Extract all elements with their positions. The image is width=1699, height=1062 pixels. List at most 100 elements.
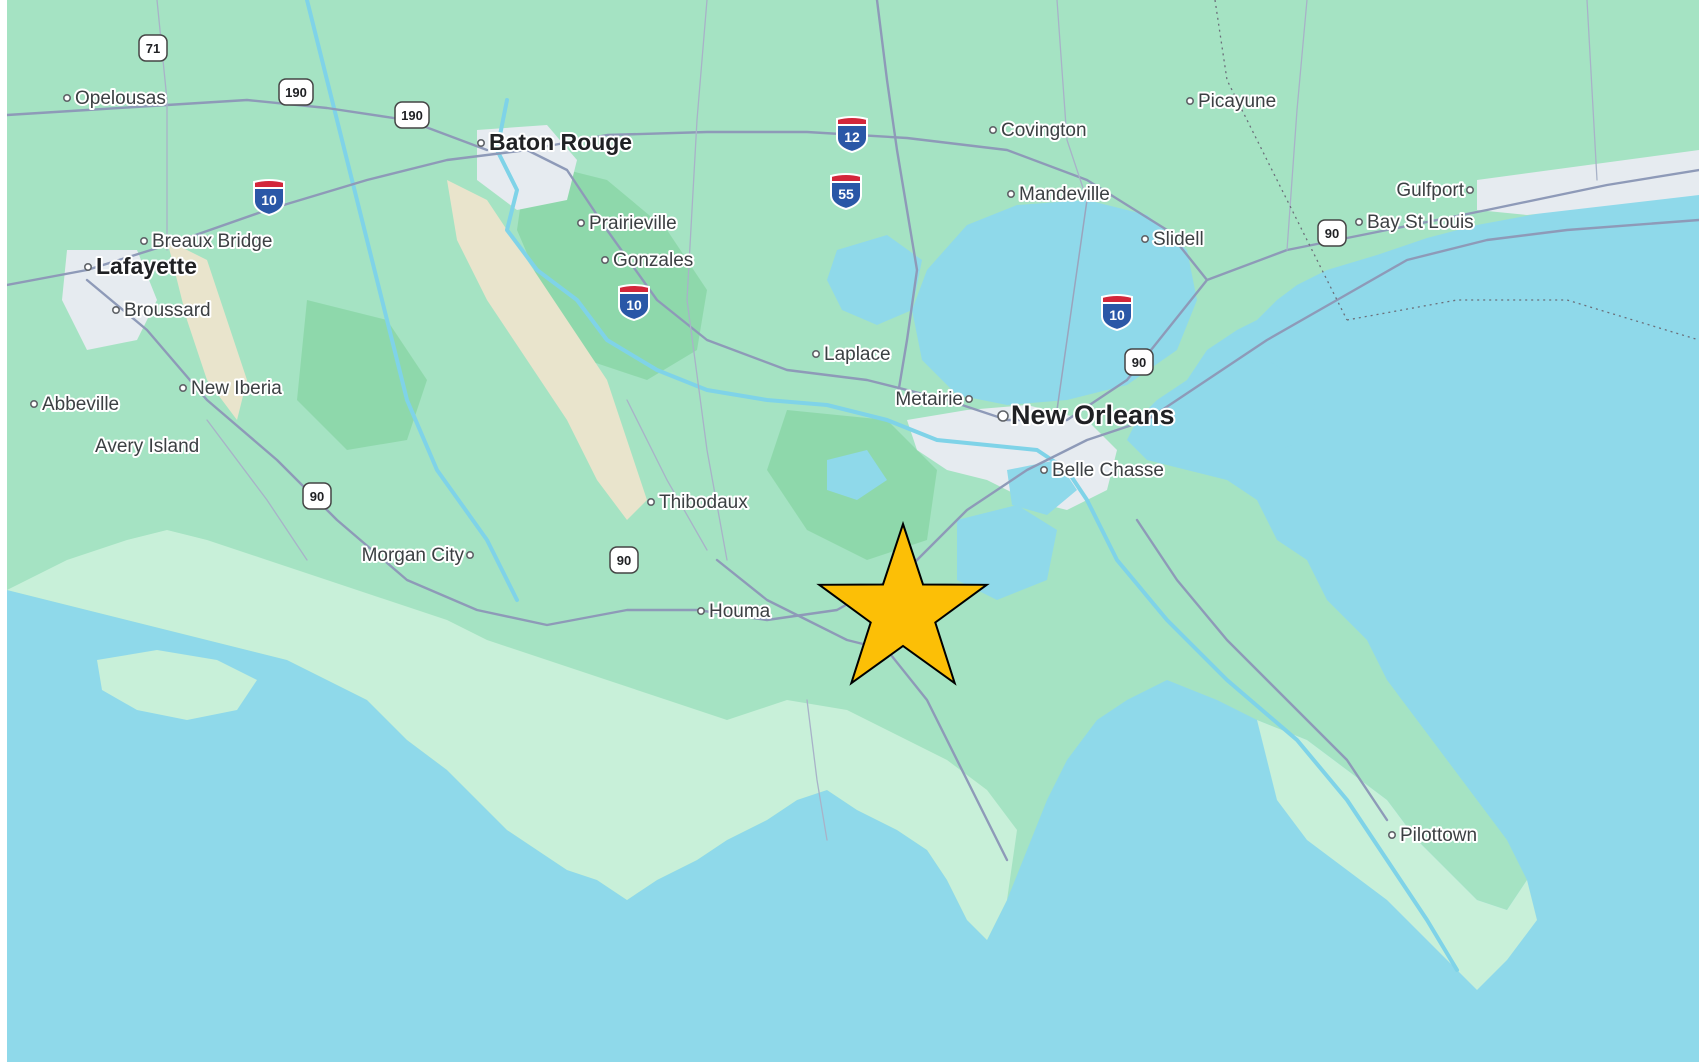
city-label: Mandeville <box>1019 184 1110 205</box>
city-prairieville[interactable]: Prairieville <box>576 211 679 236</box>
star-marker-icon[interactable] <box>816 520 990 686</box>
city-dot-icon <box>1355 218 1364 227</box>
city-gonzales[interactable]: Gonzales <box>600 248 695 273</box>
city-covington[interactable]: Covington <box>988 118 1089 143</box>
city-label: Gonzales <box>613 250 693 271</box>
city-label: Abbeville <box>42 394 119 415</box>
city-label: Laplace <box>824 344 891 365</box>
svg-text:10: 10 <box>1109 307 1125 323</box>
city-dot-icon <box>646 497 655 506</box>
city-label: Breaux Bridge <box>152 231 272 252</box>
city-dot-icon <box>1040 465 1049 474</box>
city-label: Metairie <box>895 389 963 410</box>
us-route-90-shield-icon: 90 <box>609 546 639 574</box>
city-new-iberia[interactable]: New Iberia <box>179 376 284 401</box>
city-label: Prairieville <box>589 213 677 234</box>
city-dot-icon <box>62 94 71 103</box>
road <box>626 399 708 551</box>
interstate-10-shield-icon: 10 <box>253 179 285 217</box>
road <box>206 419 308 561</box>
svg-text:190: 190 <box>401 108 423 123</box>
city-label: Lafayette <box>96 253 197 279</box>
us-route-90-shield-icon: 90 <box>1317 219 1347 247</box>
city-label: Broussard <box>124 300 211 321</box>
svg-text:90: 90 <box>1132 355 1146 370</box>
la-highway <box>1135 518 1389 822</box>
city-label: Slidell <box>1153 229 1204 250</box>
svg-text:90: 90 <box>310 489 324 504</box>
city-lafayette[interactable]: Lafayette <box>84 251 199 281</box>
city-dot-icon <box>997 410 1009 422</box>
interstate-12-shield-icon: 12 <box>836 116 868 154</box>
city-dot-icon <box>476 139 485 148</box>
marsh-area <box>1257 720 1537 990</box>
interstate-55-shield-icon: 55 <box>830 173 862 211</box>
atchafalaya-river <box>305 0 519 602</box>
state-border <box>1214 0 1348 321</box>
city-label: Pilottown <box>1400 825 1477 846</box>
city-opelousas[interactable]: Opelousas <box>62 86 168 111</box>
city-new-orleans[interactable]: New Orleans <box>997 398 1177 432</box>
city-dot-icon <box>964 394 973 403</box>
city-broussard[interactable]: Broussard <box>112 298 213 323</box>
city-metairie[interactable]: Metairie <box>893 387 973 412</box>
city-pilottown[interactable]: Pilottown <box>1388 823 1479 848</box>
city-dot-icon <box>1186 97 1195 106</box>
svg-text:55: 55 <box>838 186 854 202</box>
city-dot-icon <box>576 219 585 228</box>
city-laplace[interactable]: Laplace <box>811 342 893 367</box>
city-label: Houma <box>709 601 771 622</box>
city-avery-island[interactable]: Avery Island <box>93 434 201 459</box>
svg-text:71: 71 <box>146 41 160 56</box>
city-label: New Orleans <box>1011 400 1175 430</box>
svg-text:90: 90 <box>617 553 631 568</box>
city-houma[interactable]: Houma <box>696 599 773 624</box>
marsh-area <box>7 530 1017 940</box>
natural-levee <box>447 180 647 520</box>
city-morgan-city[interactable]: Morgan City <box>360 543 474 568</box>
road <box>1286 0 1308 251</box>
road <box>806 699 828 841</box>
lake-salvador <box>957 505 1057 600</box>
city-baton-rouge[interactable]: Baton Rouge <box>476 127 634 157</box>
marsh-area <box>97 650 257 720</box>
city-dot-icon <box>1388 830 1397 839</box>
city-dot-icon <box>1006 190 1015 199</box>
road <box>686 0 728 561</box>
city-bay-st-louis[interactable]: Bay St Louis <box>1355 210 1476 235</box>
city-thibodaux[interactable]: Thibodaux <box>646 490 750 515</box>
city-dot-icon <box>600 255 609 264</box>
interstate-10-shield-icon: 10 <box>618 284 650 322</box>
city-dot-icon <box>696 606 705 615</box>
us-route-90-shield-icon: 90 <box>302 482 332 510</box>
gulfport-urban-area <box>1477 150 1699 215</box>
lake-borgne <box>1197 360 1317 460</box>
city-dot-icon <box>140 237 149 246</box>
city-dot-icon <box>112 305 121 314</box>
natural-levee <box>167 240 247 420</box>
city-belle-chasse[interactable]: Belle Chasse <box>1040 458 1166 483</box>
city-picayune[interactable]: Picayune <box>1186 89 1278 114</box>
mississippi-river <box>495 98 1459 972</box>
city-label: Morgan City <box>362 545 465 566</box>
city-label: Thibodaux <box>659 492 748 513</box>
city-mandeville[interactable]: Mandeville <box>1006 182 1112 207</box>
causeway <box>1056 199 1088 411</box>
city-slidell[interactable]: Slidell <box>1141 227 1206 252</box>
city-dot-icon <box>465 550 474 559</box>
city-label: Picayune <box>1198 91 1276 112</box>
svg-text:90: 90 <box>1325 226 1339 241</box>
interstate-10-shield-icon: 10 <box>1101 294 1133 332</box>
city-dot-icon <box>1466 186 1475 195</box>
svg-text:10: 10 <box>261 192 277 208</box>
lake-maurepas <box>827 235 922 325</box>
lake <box>827 450 887 500</box>
svg-text:190: 190 <box>285 85 307 100</box>
interstate-12 <box>525 130 1209 282</box>
city-abbeville[interactable]: Abbeville <box>29 392 121 417</box>
us-route-71-shield-icon: 71 <box>138 34 168 62</box>
city-label: Opelousas <box>75 88 166 109</box>
city-breaux-bridge[interactable]: Breaux Bridge <box>140 229 274 254</box>
city-gulfport[interactable]: Gulfport <box>1394 178 1475 203</box>
